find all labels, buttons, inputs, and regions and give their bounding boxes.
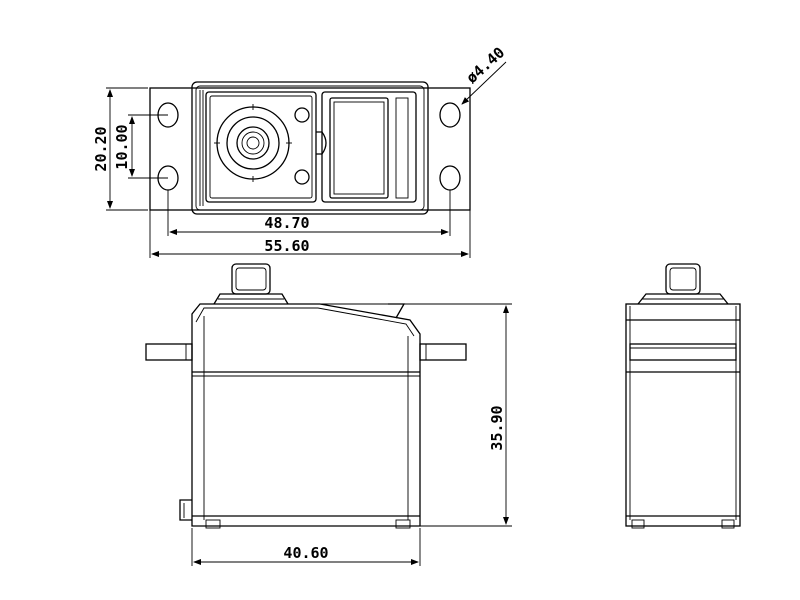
mount-hole-bottom-right xyxy=(439,165,461,191)
mounting-ear-band xyxy=(629,343,737,361)
dim-body-length: 40.60 xyxy=(283,544,328,562)
dim-mount-height: 20.20 xyxy=(92,126,110,171)
dim-total-length: 55.60 xyxy=(264,237,309,255)
gear-cover xyxy=(205,91,317,203)
output-spline xyxy=(236,126,270,160)
cable-exit xyxy=(179,499,192,521)
top-view-dimensions: 20.20 10.00 ø4.40 48.70 55.60 xyxy=(92,43,508,258)
mounting-ear-left xyxy=(145,343,193,361)
body-outline-top xyxy=(191,81,429,215)
screw-upper xyxy=(294,107,310,123)
dim-hole-spacing-h: 48.70 xyxy=(264,214,309,232)
output-boss xyxy=(216,106,290,180)
dim-body-height: 35.90 xyxy=(488,405,506,450)
dim-hole-spacing-v: 10.00 xyxy=(113,124,131,169)
label-window xyxy=(329,97,389,199)
side-view-dimensions: 35.90 40.60 xyxy=(191,303,512,566)
mounting-flange xyxy=(149,87,471,211)
end-view xyxy=(625,263,741,529)
screw-lower xyxy=(294,169,310,185)
mounting-ear-right xyxy=(419,343,467,361)
top-view xyxy=(149,81,471,215)
body-end xyxy=(625,303,741,527)
side-view xyxy=(145,263,467,529)
body-side xyxy=(191,303,421,527)
dim-hole-diameter: ø4.40 xyxy=(463,43,509,87)
mount-hole-top-right xyxy=(439,102,461,128)
